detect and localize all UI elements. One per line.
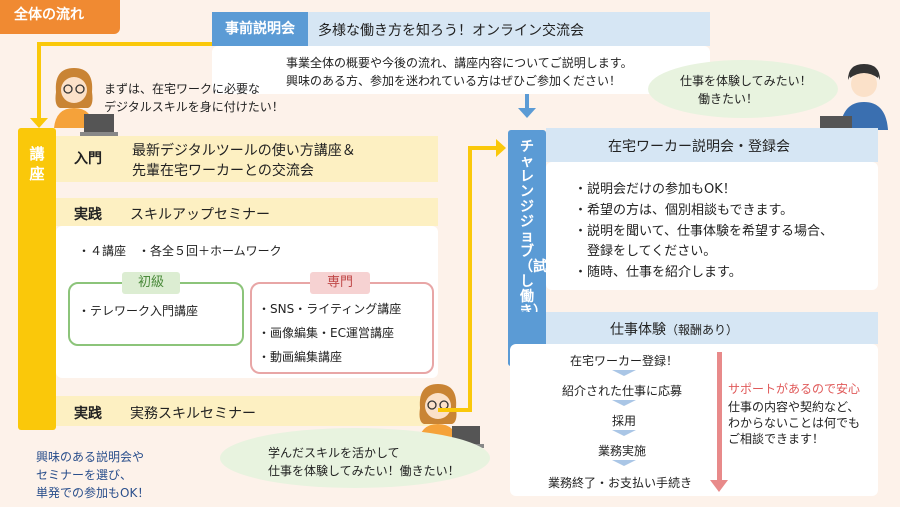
flow-connector [438, 408, 472, 412]
flow-tag: 全体の流れ [0, 0, 120, 34]
speech-top-right-1: 仕事を体験してみたい！ [680, 74, 812, 88]
arrow-down-icon [30, 118, 48, 128]
speech-top-right-2: 働きたい！ [698, 92, 759, 106]
flow-connector [468, 146, 472, 412]
briefing-body [212, 46, 710, 94]
work-band [56, 396, 438, 426]
practice-band [56, 198, 438, 226]
step-arrow-icon [612, 370, 636, 376]
step-3: 採用 [612, 414, 637, 428]
registration-title: 在宅ワーカー説明会・登録会 [608, 139, 790, 155]
beginner-item: ・テレワーク入門講座 [78, 304, 199, 318]
speech-top-left-1: まずは、在宅ワークに必要な [104, 82, 261, 96]
experience-title-bar [546, 312, 878, 344]
arrow-right-icon [496, 139, 506, 157]
beginner-label: 初級 [122, 272, 180, 294]
step-arrow-icon [612, 400, 636, 406]
course-note-3: 単発での参加もOK！ [36, 486, 150, 500]
intro-line2: 先輩在宅ワーカーとの交流会 [132, 163, 314, 179]
work-tag: 実践 [74, 406, 102, 422]
experience-title-sub: （報酬あり） [666, 323, 739, 337]
support-arrow-shaft [717, 352, 722, 482]
flow-connector [37, 42, 212, 46]
experience-title-main: 仕事体験 [610, 322, 666, 338]
registration-title-bar [546, 128, 878, 162]
step-arrow-icon [612, 430, 636, 436]
briefing-line1: 事業全体の概要や今後の流れ、講座内容についてご説明します。 [286, 56, 633, 70]
support-line-1: 仕事の内容や契約など、 [728, 400, 860, 414]
step-1: 在宅ワーカー登録！ [570, 354, 679, 368]
flow-connector [37, 42, 41, 124]
registration-item-3: ・説明を聞いて、仕事体験を希望する場合、 [574, 224, 833, 239]
expert-label: 専門 [310, 272, 370, 294]
practice-tag: 実践 [74, 207, 102, 223]
step-arrow-icon [612, 460, 636, 466]
man-avatar [836, 58, 892, 130]
support-line-3: ご相談できます！ [728, 432, 825, 446]
step-4: 業務実施 [598, 444, 647, 458]
registration-item-2: ・希望の方は、個別相談もできます。 [574, 203, 794, 218]
speech-bottom-1: 学んだスキルを活かして [268, 446, 400, 460]
support-title: サポートがあるので安心 [728, 382, 861, 396]
flow-connector [525, 94, 529, 112]
briefing-title: 多様な働き方を知ろう！オンライン交流会 [318, 23, 584, 39]
speech-bottom-2: 仕事を体験してみたい！働きたい！ [268, 464, 460, 478]
briefing-label: 事前説明会 [212, 12, 308, 46]
registration-item-5: ・随時、仕事を紹介します。 [574, 265, 742, 280]
work-title: 実務スキルセミナー [130, 406, 256, 422]
course-note-1: 興味のある説明会や [36, 450, 145, 464]
intro-tag: 入門 [74, 151, 102, 167]
step-2: 紹介された仕事に応募 [562, 384, 683, 398]
registration-item-4: 登録をしてください。 [574, 244, 717, 259]
experience-title: 仕事体験（報酬あり） [610, 319, 738, 339]
speech-top-left-2: デジタルスキルを身に付けたい！ [104, 100, 284, 114]
practice-note: ・４講座 ・各全５回＋ホームワーク [78, 244, 282, 258]
briefing-title-bar [308, 12, 710, 46]
expert-box [250, 282, 434, 374]
support-line-2: わからないことは何でも [728, 416, 861, 430]
registration-item-1: ・説明会だけの参加もOK！ [574, 182, 736, 197]
course-note-2: セミナーを選び、 [36, 468, 133, 482]
expert-item-2: ・画像編集・EC運営講座 [258, 326, 394, 340]
laptop-icon [80, 114, 118, 136]
briefing-line2: 興味のある方、参加を迷われている方はぜひご参加ください！ [286, 74, 622, 88]
registration-body [546, 162, 878, 290]
arrow-down-icon [518, 108, 536, 118]
flow-connector [468, 146, 498, 150]
speech-bubble [220, 428, 490, 488]
step-5: 業務終了・お支払い手続き [548, 476, 693, 490]
intro-line1: 最新デジタルツールの使い方講座＆ [132, 143, 356, 159]
expert-item-3: ・動画編集講座 [258, 350, 343, 364]
practice-title: スキルアップセミナー [130, 207, 270, 223]
expert-item-1: ・SNS・ライティング講座 [258, 302, 402, 316]
experience-body [510, 344, 878, 496]
beginner-box [68, 282, 244, 346]
support-arrow-icon [710, 480, 728, 492]
course-vertical-label: 講座 [18, 128, 56, 430]
intro-band [56, 136, 438, 182]
speech-bubble [648, 60, 838, 118]
